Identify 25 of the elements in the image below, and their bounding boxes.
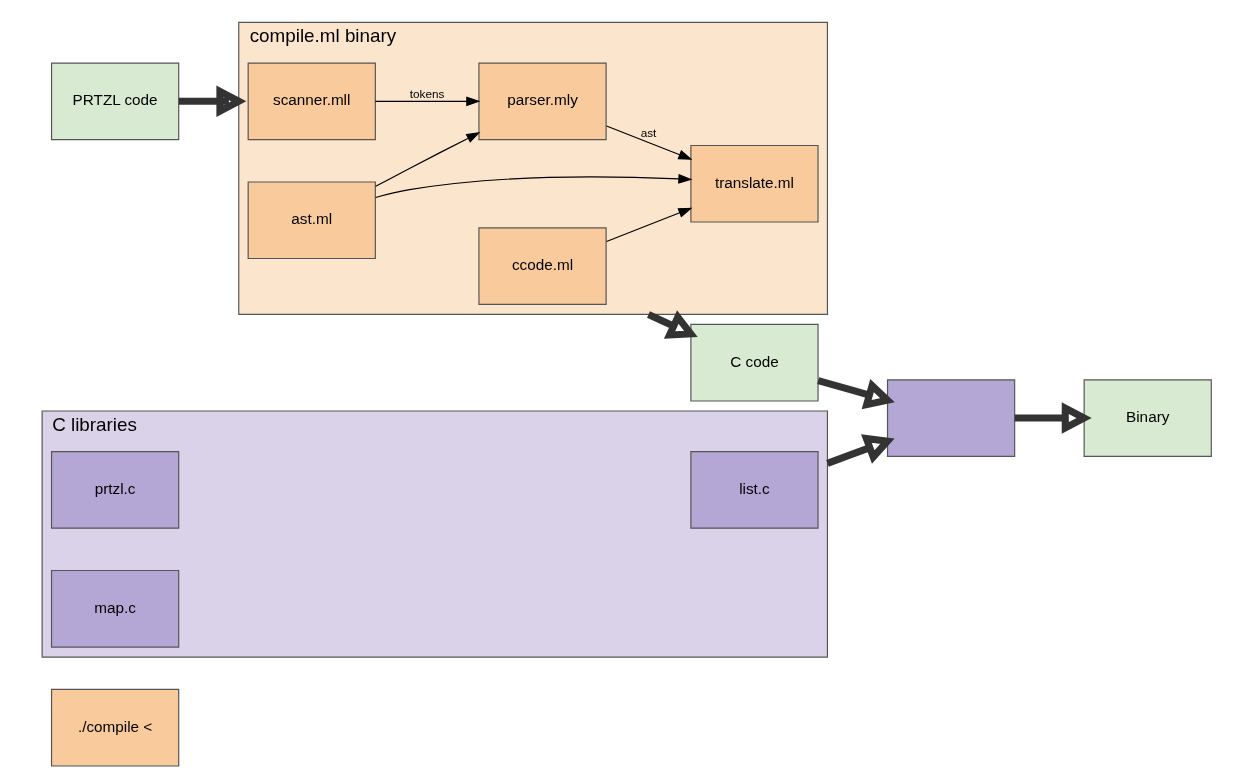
arrow: [605, 207, 692, 243]
node-box: PRTZL code: [50, 62, 179, 141]
node-box: Binary: [1083, 379, 1212, 457]
node-box: map.c: [50, 569, 179, 648]
arrow: [825, 434, 895, 467]
arrow: [374, 96, 480, 107]
edge-label: ast: [640, 125, 656, 139]
arrow: [816, 377, 895, 410]
arrow: [1014, 402, 1092, 434]
node-box: C code: [689, 323, 819, 402]
node-box: translate.ml: [689, 144, 819, 223]
edge-label: tokens: [409, 86, 444, 100]
node-box: prtzl.c: [50, 451, 179, 529]
node-box: ccode.ml: [477, 227, 607, 305]
node-box: [886, 379, 1015, 457]
arrow: [374, 173, 692, 199]
node-box: ast.ml: [247, 181, 376, 260]
arrow: [646, 310, 698, 339]
arrow: [374, 132, 480, 187]
arrow: [605, 125, 692, 160]
arrow: [178, 85, 246, 118]
node-box: ./compile <: [50, 688, 179, 767]
node-box: list.c: [689, 451, 819, 529]
node-box: parser.mly: [477, 62, 607, 141]
node-box: scanner.mll: [247, 62, 376, 141]
